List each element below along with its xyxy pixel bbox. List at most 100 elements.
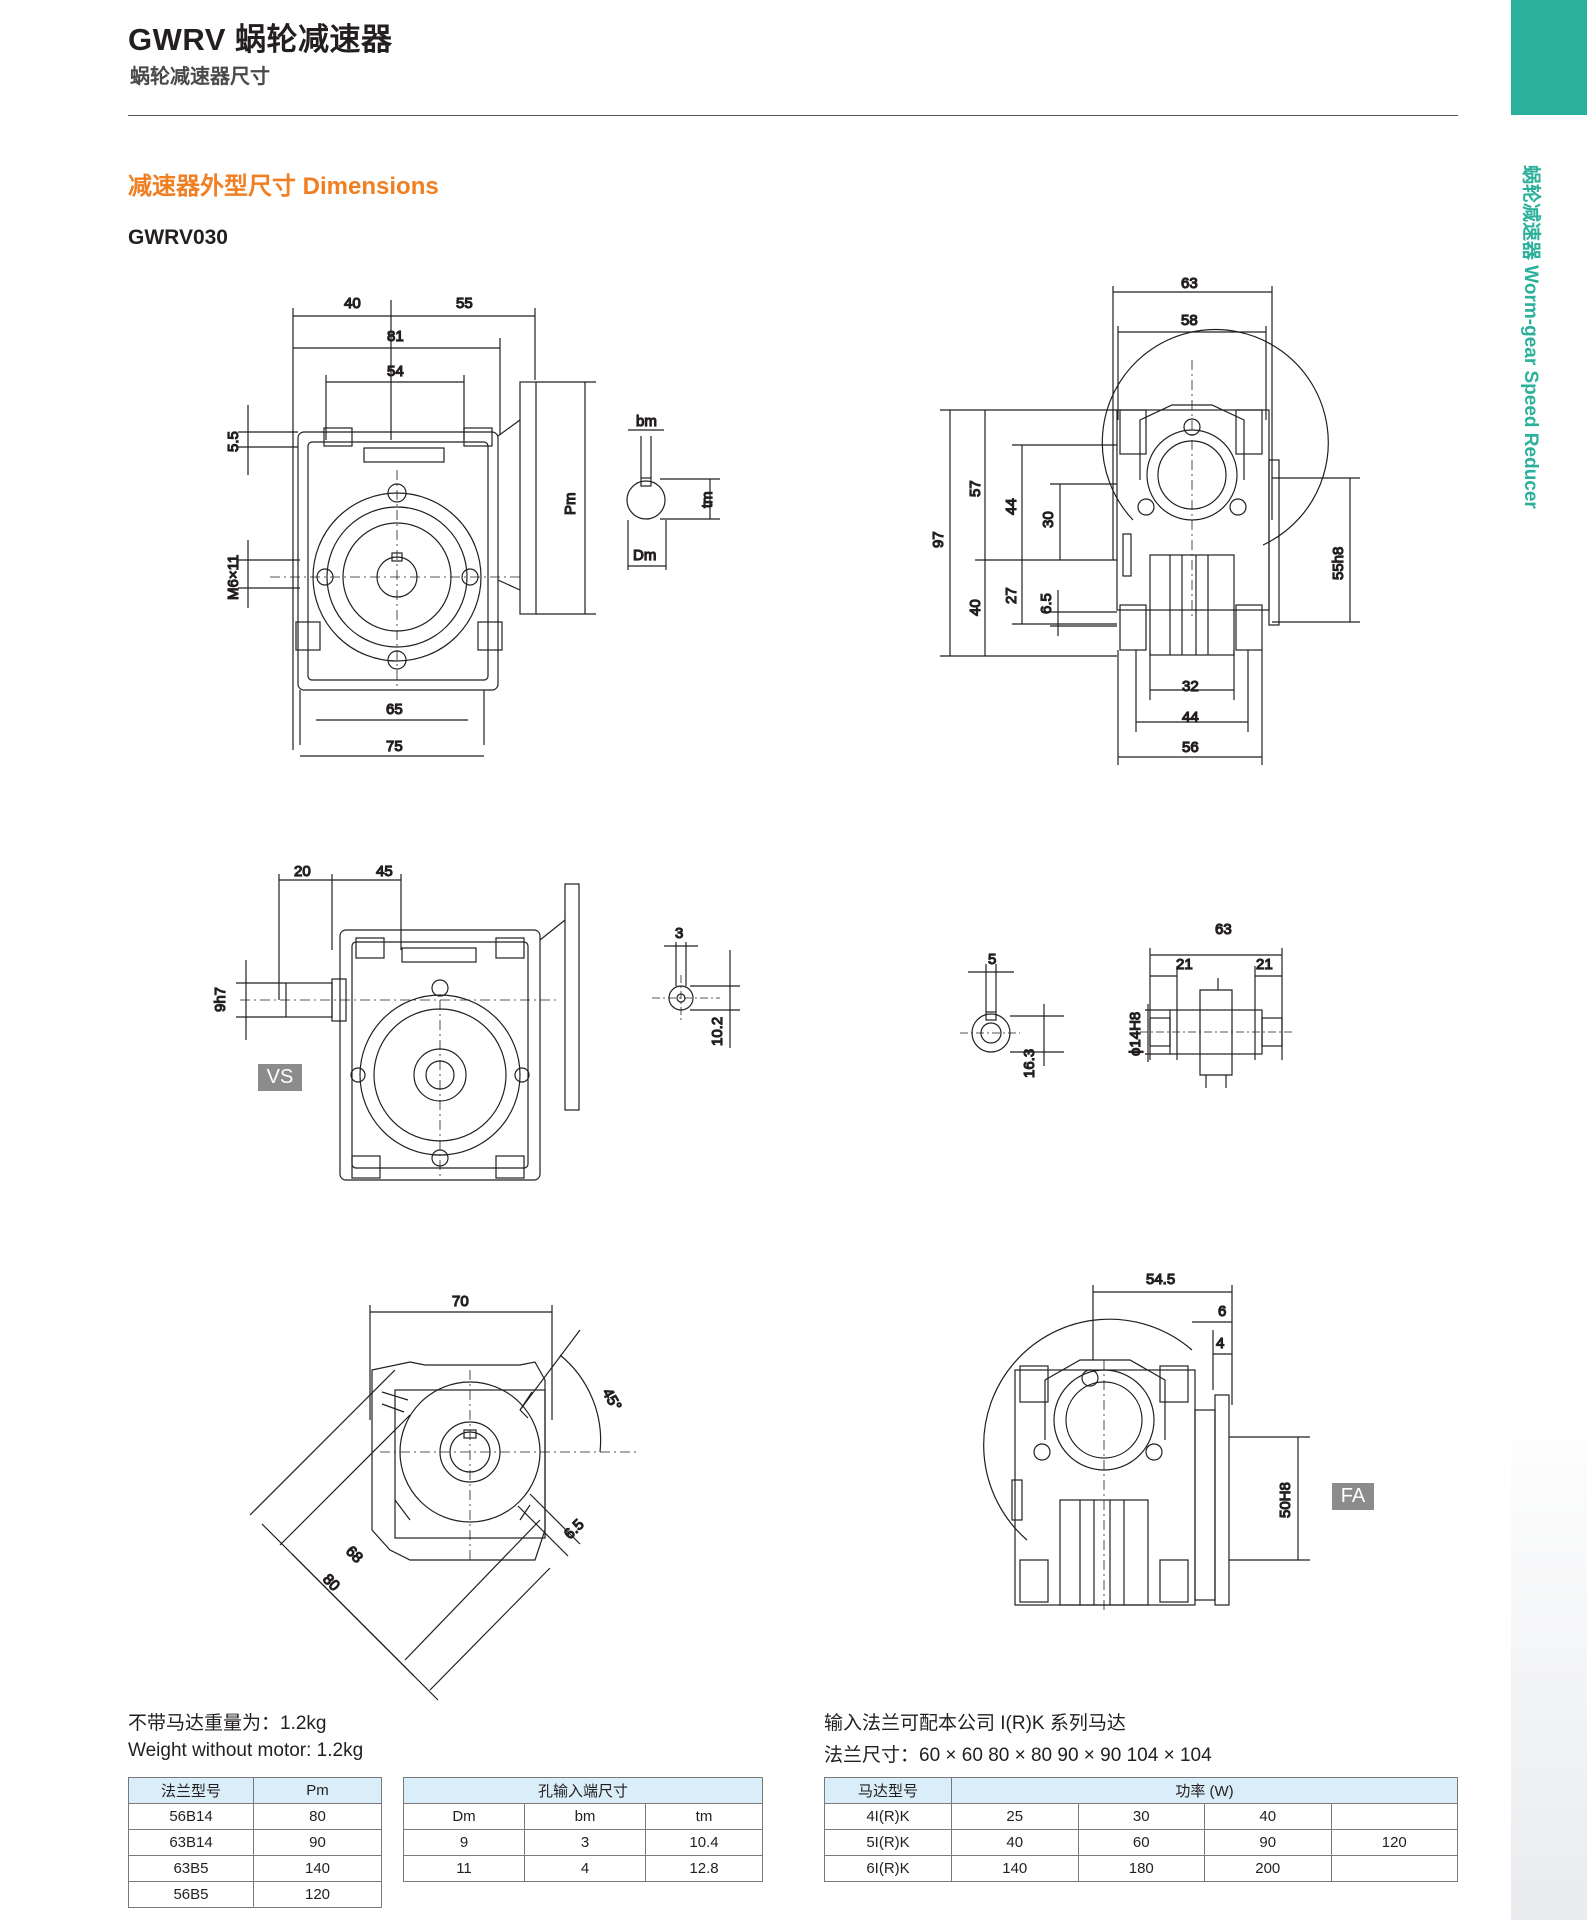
dim-dm: Dm xyxy=(633,547,656,564)
dim-40-side: 40 xyxy=(967,599,984,616)
side-tab-block xyxy=(1511,0,1587,115)
dim-57: 57 xyxy=(967,480,984,497)
table-cell: 10.4 xyxy=(645,1829,763,1856)
hole-table-header: bm xyxy=(524,1803,646,1830)
table-row: 63B14 90 xyxy=(128,1829,382,1856)
motor-note-line2: 法兰尺寸：60 × 60 80 × 80 90 × 90 104 × 104 xyxy=(824,1745,1212,1766)
flange-table: 法兰型号 Pm 56B14 80 63B14 90 63B5 140 56B5 … xyxy=(128,1777,382,1908)
dim-bm: bm xyxy=(636,413,657,430)
dim-44: 44 xyxy=(1003,498,1020,515)
vs-view-drawing xyxy=(236,874,740,1181)
dim-4: 4 xyxy=(1216,1335,1224,1352)
dim-80: 80 xyxy=(319,1571,343,1595)
table-cell: 120 xyxy=(1330,1829,1458,1856)
vs-tag: VS xyxy=(258,1064,302,1091)
table-row: 6I(R)K 140 180 200 xyxy=(824,1855,1458,1882)
dim-6-5-flange: 6.5 xyxy=(561,1516,588,1543)
power-table-header: 功率 (W) xyxy=(951,1777,1458,1804)
dim-10-2: 10.2 xyxy=(709,1017,726,1046)
table-cell xyxy=(1330,1803,1458,1830)
dim-54: 54 xyxy=(387,363,404,380)
dim-21-left: 21 xyxy=(1176,956,1193,973)
fa-tag: FA xyxy=(1332,1483,1374,1510)
table-cell xyxy=(1330,1855,1458,1882)
flange-table-header: 法兰型号 xyxy=(128,1777,254,1804)
fa-view-drawing xyxy=(983,1285,1310,1610)
side-view-drawing xyxy=(940,286,1360,765)
table-row: 63B5 140 xyxy=(128,1855,382,1882)
table-cell: 11 xyxy=(403,1855,525,1882)
dim-tm: tm xyxy=(699,491,716,508)
table-cell: 63B14 xyxy=(128,1829,254,1856)
dim-m6x11: M6×11 xyxy=(225,555,242,600)
dim-32: 32 xyxy=(1182,678,1199,695)
dim-pm: Pm xyxy=(562,493,579,516)
table-cell: 25 xyxy=(951,1803,1079,1830)
dim-45-degree: 45° xyxy=(599,1386,625,1414)
dim-97: 97 xyxy=(930,531,947,548)
power-table: 马达型号 功率 (W) 4I(R)K 25 30 40 5I(R)K 40 60… xyxy=(824,1777,1458,1882)
table-cell: 180 xyxy=(1077,1855,1205,1882)
table-cell: 9 xyxy=(403,1829,525,1856)
section-title: 减速器外型尺寸 Dimensions xyxy=(128,173,439,200)
dim-54-5: 54.5 xyxy=(1146,1271,1175,1288)
table-row: 4I(R)K 25 30 40 xyxy=(824,1803,1458,1830)
weight-note-cn: 不带马达重量为：1.2kg xyxy=(128,1713,327,1734)
dim-44-bottom: 44 xyxy=(1182,709,1199,726)
table-cell: 120 xyxy=(253,1881,382,1908)
hollow-shaft-detail-drawing xyxy=(960,948,1295,1088)
page-title: GWRV 蜗轮减速器 xyxy=(128,22,393,57)
table-cell: 6I(R)K xyxy=(824,1855,952,1882)
dim-70: 70 xyxy=(452,1293,469,1310)
table-cell: 4 xyxy=(524,1855,646,1882)
dim-45: 45 xyxy=(376,863,393,880)
table-cell: 4I(R)K xyxy=(824,1803,952,1830)
table-row: 5I(R)K 40 60 90 120 xyxy=(824,1829,1458,1856)
page-subtitle: 蜗轮减速器尺寸 xyxy=(130,66,270,88)
front-view-drawing xyxy=(238,300,720,757)
power-table-header: 马达型号 xyxy=(824,1777,952,1804)
dim-27: 27 xyxy=(1003,587,1020,604)
table-cell: 63B5 xyxy=(128,1855,254,1882)
dim-65: 65 xyxy=(386,701,403,718)
dim-50h8: 50H8 xyxy=(1277,1482,1294,1518)
table-row: 56B14 80 xyxy=(128,1803,382,1830)
table-cell: 3 xyxy=(524,1829,646,1856)
side-gradient xyxy=(1511,1400,1587,1920)
dim-9h7: 9h7 xyxy=(212,987,229,1012)
table-row: 56B5 120 xyxy=(128,1881,382,1908)
header-divider xyxy=(128,115,1458,116)
dim-58: 58 xyxy=(1181,312,1198,329)
dim-81: 81 xyxy=(387,328,404,345)
dim-5: 5 xyxy=(988,951,996,968)
dim-63: 63 xyxy=(1181,275,1198,292)
table-cell: 90 xyxy=(1204,1829,1332,1856)
dim-75: 75 xyxy=(386,738,403,755)
dim-5-5: 5.5 xyxy=(225,431,242,452)
weight-note-en: Weight without motor: 1.2kg xyxy=(128,1740,364,1761)
dim-6: 6 xyxy=(1218,1303,1226,1320)
dim-3: 3 xyxy=(675,925,683,942)
table-row: 11 4 12.8 xyxy=(403,1855,763,1882)
table-cell: 200 xyxy=(1204,1855,1332,1882)
table-cell: 12.8 xyxy=(645,1855,763,1882)
dim-40: 40 xyxy=(344,295,361,312)
dim-56: 56 xyxy=(1182,739,1199,756)
dim-63-detail: 63 xyxy=(1215,921,1232,938)
table-cell: 56B5 xyxy=(128,1881,254,1908)
dim-55: 55 xyxy=(456,295,473,312)
dim-16-3: 16.3 xyxy=(1021,1049,1038,1078)
table-cell: 30 xyxy=(1077,1803,1205,1830)
flange-table-header: Pm xyxy=(253,1777,382,1804)
motor-note-line1: 输入法兰可配本公司 I(R)K 系列马达 xyxy=(824,1713,1126,1734)
hole-table-header: tm xyxy=(645,1803,763,1830)
hole-table-title: 孔输入端尺寸 xyxy=(403,1777,763,1804)
dim-20: 20 xyxy=(294,863,311,880)
model-label: GWRV030 xyxy=(128,226,228,249)
dim-68: 68 xyxy=(342,1543,366,1567)
table-cell: 56B14 xyxy=(128,1803,254,1830)
table-cell: 140 xyxy=(951,1855,1079,1882)
dim-21-right: 21 xyxy=(1256,956,1273,973)
table-row: 9 3 10.4 xyxy=(403,1829,763,1856)
